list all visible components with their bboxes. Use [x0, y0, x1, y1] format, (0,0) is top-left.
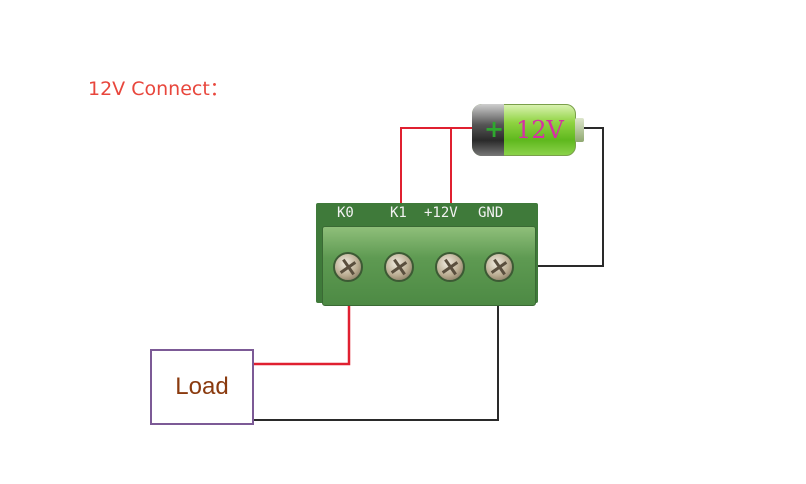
black-wire-battery-to-gnd	[498, 127, 604, 267]
screw-k1	[384, 252, 414, 282]
screw-12v	[435, 252, 465, 282]
battery-terminal-tip	[575, 118, 584, 142]
screw-gnd	[484, 252, 514, 282]
black-wire-gnd-to-load	[254, 268, 499, 421]
terminal-label-12v: +12V	[424, 205, 458, 221]
load-box: Load	[150, 349, 254, 425]
battery-plus-sign: +	[484, 115, 505, 143]
diagram-title: 12V Connect：	[88, 78, 229, 100]
battery-label: 12V	[516, 116, 564, 144]
battery-cap	[472, 104, 504, 156]
red-wire-k0-to-load	[254, 304, 351, 366]
load-label: Load	[175, 373, 229, 400]
terminal-label-k1: K1	[390, 205, 407, 221]
terminal-label-gnd: GND	[478, 205, 504, 221]
screw-k0	[333, 252, 363, 282]
red-wire-k1-to-battery	[400, 127, 476, 207]
terminal-label-k0: K0	[337, 205, 354, 221]
battery-12v: + 12V	[472, 104, 584, 156]
